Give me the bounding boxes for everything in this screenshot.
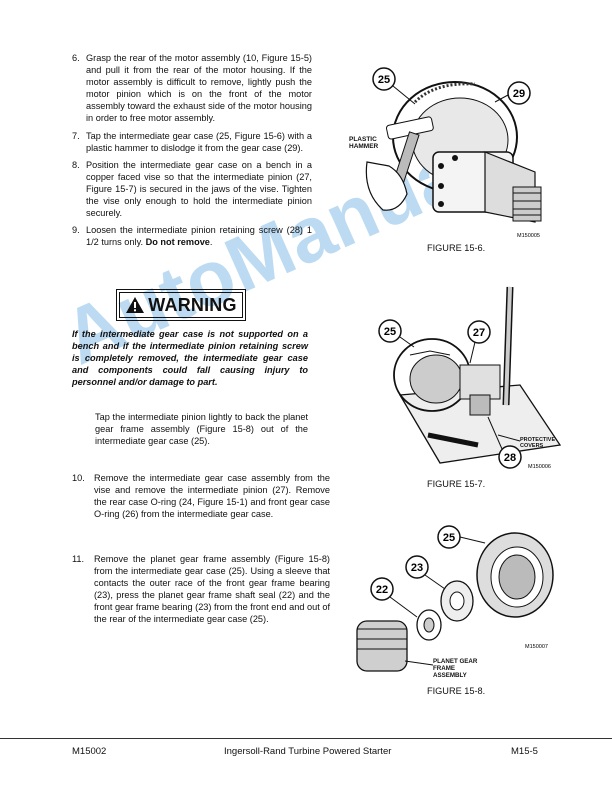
- figure-15-8-illustration: 25 23 22 PLANET GEAR FRAME ASSEMBLY M150…: [356, 525, 554, 678]
- step-emphasis: Do not remove: [145, 237, 210, 248]
- warning-triangle-icon: [126, 297, 145, 313]
- step-text: Tap the intermediate gear case (25, Figu…: [86, 130, 312, 153]
- step-6: 6. Grasp the rear of the motor assembly …: [72, 53, 312, 124]
- figure-code: M150006: [528, 464, 551, 470]
- step-10: 10. Remove the intermediate gear case as…: [72, 473, 330, 520]
- step-text: Remove the intermediate gear case assemb…: [94, 473, 330, 520]
- warning-label: WARNING: [148, 294, 237, 315]
- footer-page-number: M15-5: [511, 746, 538, 757]
- step-text: Loosen the intermediate pinion retaining…: [86, 225, 312, 248]
- step-9: 9. Loosen the intermediate pinion retain…: [72, 225, 312, 248]
- figure-15-7-illustration: 25 27 28 PROTECTIVE COVERS M150006: [378, 286, 562, 470]
- callout-25: 25: [384, 326, 396, 338]
- callout-25: 25: [443, 532, 455, 544]
- step-text: Position the intermediate gear case on a…: [86, 159, 312, 219]
- footer-rule: [0, 738, 612, 739]
- figure-code: M150005: [517, 233, 540, 239]
- step-text: Grasp the rear of the motor assembly (10…: [86, 53, 312, 124]
- footer-doc-number: M15002: [72, 746, 107, 757]
- figure-15-8-caption: FIGURE 15-8.: [427, 686, 486, 696]
- callout-23: 23: [411, 562, 423, 574]
- callout-25: 25: [378, 74, 390, 86]
- figure-15-6-caption: FIGURE 15-6.: [427, 243, 486, 253]
- figure-15-6-illustration: 25 29 PLASTIC HAMMER M150005: [349, 67, 542, 239]
- plastic-hammer-label: PLASTIC HAMMER: [349, 136, 379, 150]
- tap-paragraph: Tap the intermediate pinion lightly to b…: [95, 412, 308, 447]
- step-8: 8. Position the intermediate gear case o…: [72, 159, 312, 219]
- planet-gear-frame-label: PLANET GEAR FRAME ASSEMBLY: [433, 658, 478, 678]
- callout-29: 29: [513, 88, 525, 100]
- steps-column: 6. Grasp the rear of the motor assembly …: [72, 52, 312, 253]
- callout-27: 27: [473, 327, 485, 339]
- callout-28: 28: [504, 452, 516, 464]
- warning-text: If the intermediate gear case is not sup…: [72, 329, 308, 388]
- footer-title: Ingersoll-Rand Turbine Powered Starter: [224, 746, 392, 757]
- warning-box: WARNING: [116, 289, 246, 321]
- figure-15-7-caption: FIGURE 15-7.: [427, 479, 486, 489]
- step-text: Remove the planet gear frame assembly (F…: [94, 554, 330, 625]
- step-11: 11. Remove the planet gear frame assembl…: [72, 554, 330, 625]
- callout-22: 22: [376, 584, 388, 596]
- step-7: 7. Tap the intermediate gear case (25, F…: [72, 130, 312, 153]
- protective-covers-label: PROTECTIVE COVERS: [520, 437, 556, 449]
- figure-code: M150007: [525, 644, 548, 650]
